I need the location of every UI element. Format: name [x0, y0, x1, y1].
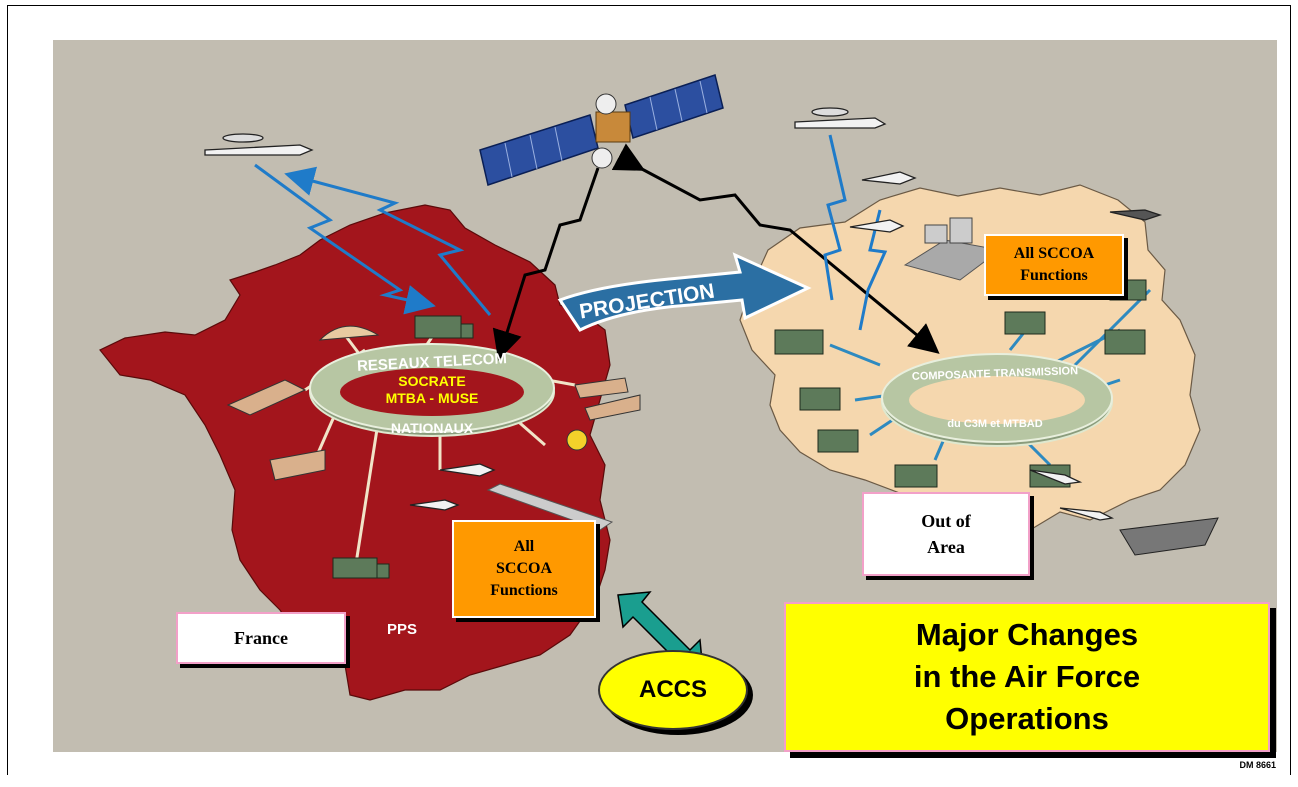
- projection-arrow: [557, 252, 812, 332]
- slide-frame: [7, 5, 1291, 775]
- title-line-2: in the Air Force: [913, 659, 1141, 694]
- out-of-area-line-2: Area: [927, 537, 965, 557]
- sccoa-france-line-3: Functions: [490, 582, 558, 599]
- area-ring-bottom-label: du C3M et MTBAD: [947, 418, 1043, 430]
- france-ring-bottom-label: NATIONAUX: [390, 420, 474, 436]
- france-label-box: France: [176, 612, 346, 664]
- sccoa-france-line-1: All: [513, 538, 535, 555]
- area-radio-links: [823, 134, 888, 331]
- equipment-icons: [226, 217, 1219, 579]
- doc-reference: DM 8661: [1239, 760, 1276, 770]
- sccoa-france-box: All SCCOA Functions: [452, 520, 596, 618]
- accs-label: ACCS: [638, 676, 707, 703]
- france-ring: [309, 343, 555, 437]
- satellite-links: [492, 143, 940, 361]
- satellite-icon: [479, 74, 724, 186]
- out-of-area-line-1: Out of: [921, 511, 971, 531]
- sccoa-area-box: All SCCOA Functions: [984, 234, 1124, 296]
- out-of-area-box: Out of Area: [862, 492, 1030, 576]
- france-ring-mtba-label: MTBA - MUSE: [385, 390, 479, 406]
- france-label: France: [234, 627, 288, 648]
- title-box: Major Changes in the Air Force Operation…: [784, 602, 1270, 752]
- area-ring: [881, 353, 1113, 447]
- title-line-1: Major Changes: [915, 617, 1139, 652]
- france-radio-link: [254, 163, 492, 316]
- sccoa-area-line-2: Functions: [1020, 267, 1088, 284]
- accs-ellipse: ACCS: [598, 650, 748, 730]
- title-line-3: Operations: [945, 701, 1109, 736]
- aircraft-icons: [204, 107, 1163, 521]
- sccoa-area-line-1: All SCCOA: [1013, 245, 1095, 262]
- sccoa-france-line-2: SCCOA: [495, 560, 552, 577]
- france-ring-socrate-label: SOCRATE: [398, 373, 466, 389]
- pps-label: PPS: [386, 620, 417, 638]
